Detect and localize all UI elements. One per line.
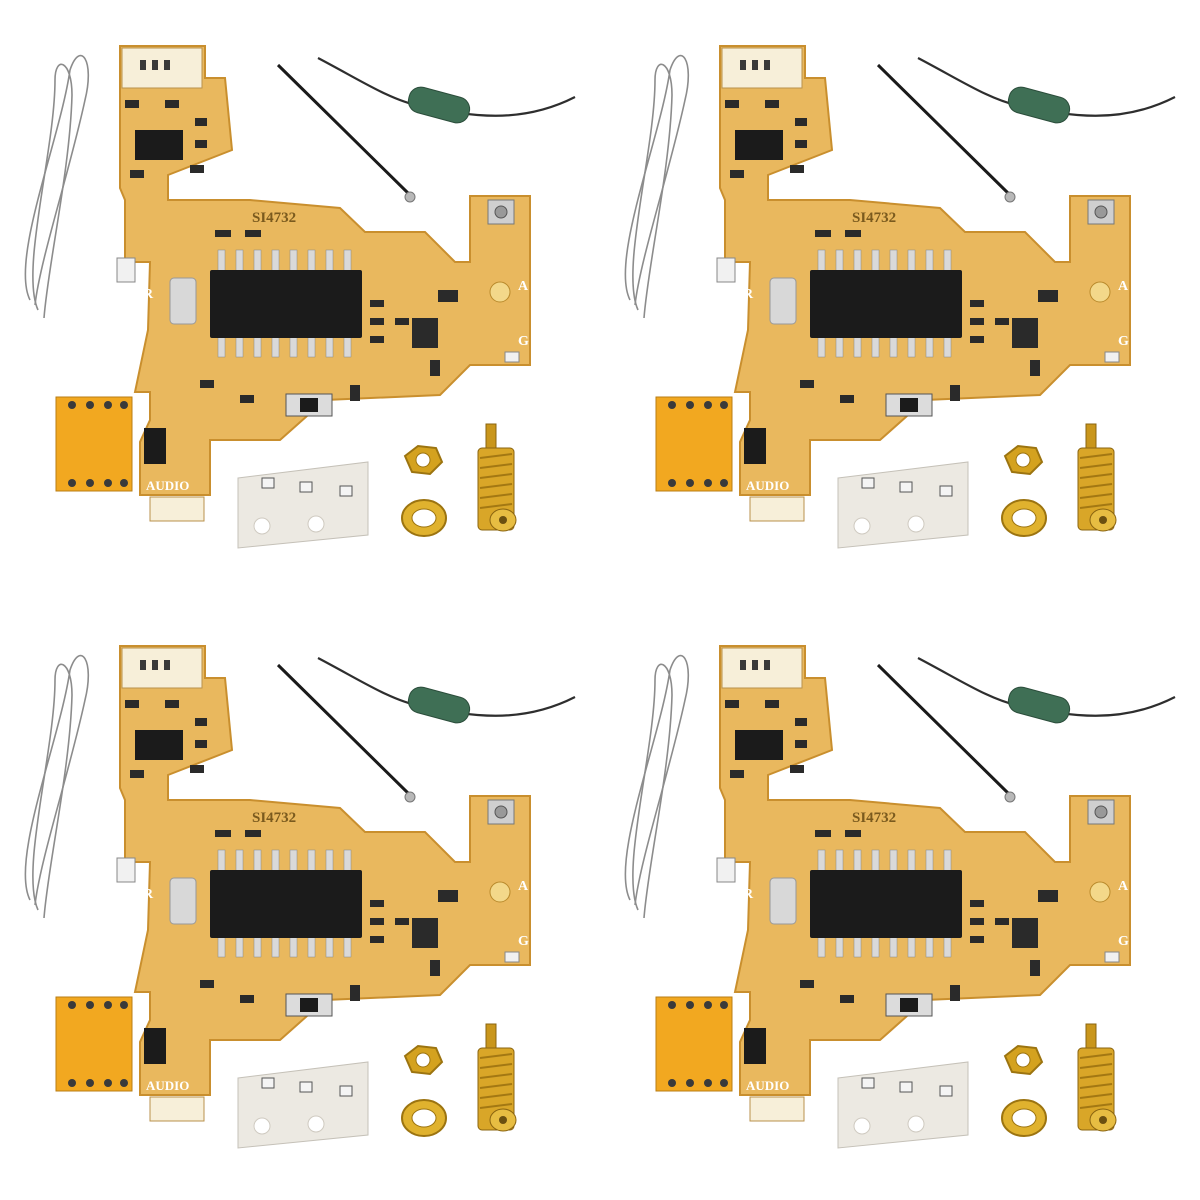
lock-washer — [401, 499, 447, 537]
loop-wire-antenna — [624, 654, 690, 919]
top-connector-pad — [721, 47, 803, 89]
chip-marking: SI4732 — [252, 210, 296, 226]
pad-label-top-g: G — [207, 657, 220, 674]
ferrite-coax-antenna — [876, 657, 1176, 803]
smd-tape-strip — [837, 1061, 969, 1149]
lock-washer — [401, 1099, 447, 1137]
si4732-ic — [210, 870, 362, 938]
chip-marking: SI4732 — [852, 810, 896, 826]
pad-label-right-g: G — [1118, 934, 1129, 949]
sma-connector — [1077, 1023, 1117, 1132]
smd-components — [800, 830, 1058, 1003]
smd-components — [200, 230, 458, 403]
loop-wire-antenna — [24, 654, 90, 919]
crystal — [169, 877, 197, 925]
ferrite-coax-antenna — [876, 57, 1176, 203]
audio-ic — [144, 1028, 166, 1064]
flex-ribbon-pads — [655, 396, 733, 492]
antenna-pad — [1089, 881, 1111, 903]
pad-label-a: A — [518, 279, 529, 294]
antenna-pad — [1089, 281, 1111, 303]
audio-ic — [144, 428, 166, 464]
loop-wire-antenna — [624, 54, 690, 319]
smd-components — [200, 830, 458, 1003]
pad-label-right-g: G — [1118, 334, 1129, 349]
audio-pad — [749, 496, 805, 522]
smd-tape-strip — [237, 1061, 369, 1149]
hex-nut — [403, 1044, 444, 1076]
smd-tape-strip — [837, 461, 969, 549]
top-connector-pad — [121, 47, 203, 89]
chip-marking: SI4732 — [252, 810, 296, 826]
pad-label-a: A — [518, 879, 529, 894]
loop-wire-antenna — [24, 54, 90, 319]
pad-label-audio: AUDIO — [746, 478, 789, 493]
si4732-ic — [810, 870, 962, 938]
top-connector-pad — [121, 647, 203, 689]
flex-ribbon-pads — [55, 996, 133, 1092]
left-pad — [716, 257, 736, 283]
audio-ic — [744, 1028, 766, 1064]
pad-label-a: A — [1118, 879, 1129, 894]
pad-label-r: R — [743, 887, 754, 902]
pad-label-r: R — [143, 887, 154, 902]
pad-label-top-g: G — [207, 57, 220, 74]
kit-top-left: G SI4732 R A G — [0, 0, 600, 600]
ic-pins — [217, 249, 352, 358]
si4732-ic — [810, 270, 962, 338]
flex-ribbon-pads — [55, 396, 133, 492]
sma-connector — [477, 1023, 517, 1132]
kit-bottom-right: G SI4732 R A G — [600, 600, 1200, 1200]
left-pad — [116, 857, 136, 883]
antenna-pad — [489, 881, 511, 903]
regulator-chip — [735, 130, 783, 160]
pad-label-audio: AUDIO — [146, 1078, 189, 1093]
pad-label-audio: AUDIO — [146, 478, 189, 493]
smd-tape-strip — [237, 461, 369, 549]
audio-pad — [149, 1096, 205, 1122]
flex-ribbon-pads — [655, 996, 733, 1092]
pad-label-a: A — [1118, 279, 1129, 294]
left-pad — [116, 257, 136, 283]
ferrite-coax-antenna — [276, 657, 576, 803]
si4732-ic — [210, 270, 362, 338]
pad-label-audio: AUDIO — [746, 1078, 789, 1093]
regulator-chip — [735, 730, 783, 760]
audio-ic — [744, 428, 766, 464]
left-pad — [716, 857, 736, 883]
ic-pins — [817, 849, 952, 958]
sma-connector — [1077, 423, 1117, 532]
lock-washer — [1001, 1099, 1047, 1137]
top-connector-pad — [721, 647, 803, 689]
lock-washer — [1001, 499, 1047, 537]
chip-marking: SI4732 — [852, 210, 896, 226]
hex-nut — [1003, 1044, 1044, 1076]
crystal — [169, 277, 197, 325]
pad-label-r: R — [143, 287, 154, 302]
ic-pins — [817, 249, 952, 358]
pad-label-r: R — [743, 287, 754, 302]
ic-pins — [217, 849, 352, 958]
pad-label-right-g: G — [518, 334, 529, 349]
regulator-chip — [135, 730, 183, 760]
kit-top-right: G SI4732 R A G — [600, 0, 1200, 600]
sma-connector — [477, 423, 517, 532]
crystal — [769, 277, 797, 325]
pad-label-right-g: G — [518, 934, 529, 949]
antenna-pad — [489, 281, 511, 303]
audio-pad — [149, 496, 205, 522]
pad-label-top-g: G — [807, 57, 820, 74]
crystal — [769, 877, 797, 925]
ferrite-coax-antenna — [276, 57, 576, 203]
hex-nut — [1003, 444, 1044, 476]
regulator-chip — [135, 130, 183, 160]
audio-pad — [749, 1096, 805, 1122]
hex-nut — [403, 444, 444, 476]
smd-components — [800, 230, 1058, 403]
pad-label-top-g: G — [807, 657, 820, 674]
kit-bottom-left: G SI4732 R A G — [0, 600, 600, 1200]
